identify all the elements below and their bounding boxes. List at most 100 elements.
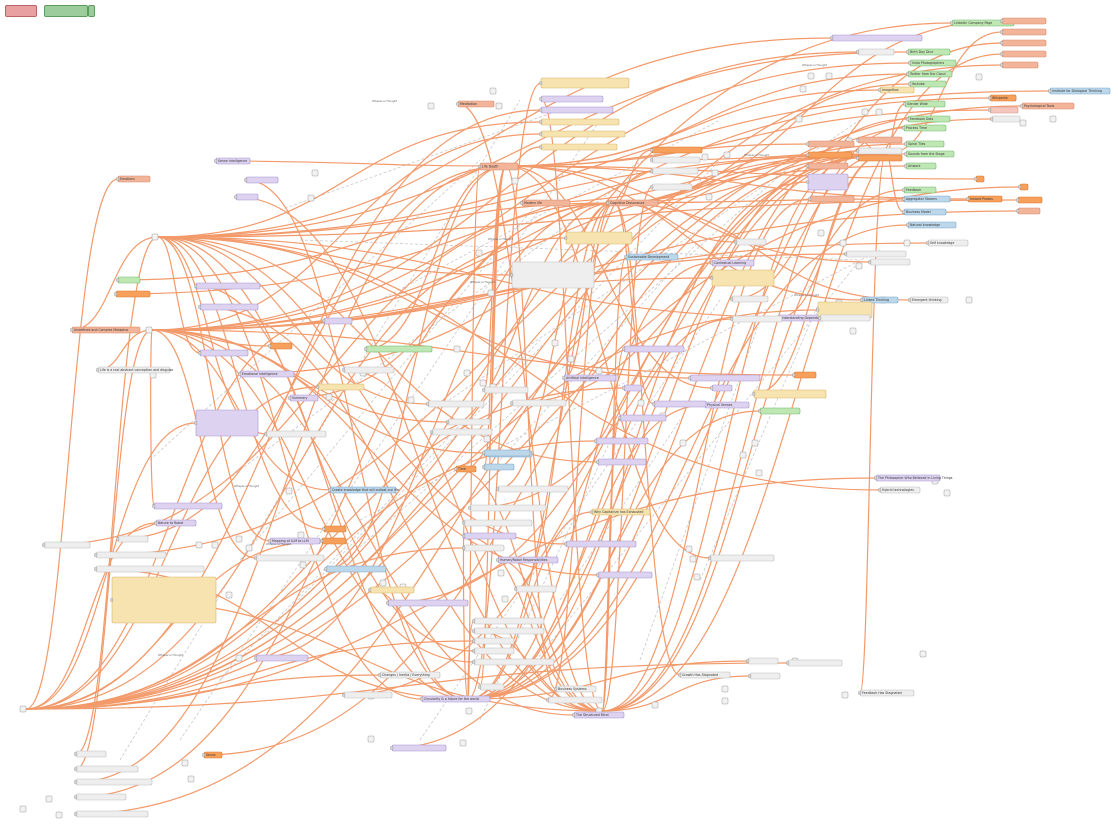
mindmap-node[interactable] — [806, 140, 855, 148]
node-port[interactable] — [322, 319, 326, 323]
node-port[interactable] — [594, 439, 598, 443]
mindmap-node[interactable]: Physical Senses — [703, 401, 750, 409]
mindmap-node[interactable]: Psychological Tools — [1020, 102, 1075, 110]
function-node[interactable] — [187, 775, 195, 783]
node-port[interactable] — [868, 260, 872, 264]
node-port[interactable] — [618, 416, 622, 420]
node-port[interactable] — [792, 373, 796, 377]
mindmap-node[interactable]: Sense Intelligence — [214, 157, 251, 165]
toolbar-button-right[interactable] — [44, 5, 88, 17]
mindmap-node[interactable]: Create knowledge that will outlast our l… — [328, 486, 399, 494]
mindmap-node[interactable] — [539, 130, 626, 138]
mindmap-node[interactable] — [462, 544, 505, 552]
mindmap-node[interactable] — [462, 519, 533, 527]
node-port[interactable] — [650, 185, 654, 189]
mindmap-node[interactable] — [264, 430, 327, 438]
toolbar-button-left[interactable] — [5, 5, 37, 17]
mindmap-node[interactable]: Emotions — [116, 175, 151, 183]
mindmap-node[interactable]: Understanding Dependence — [776, 314, 825, 322]
node-port[interactable] — [650, 158, 654, 162]
node-port[interactable] — [472, 619, 476, 623]
node-port[interactable] — [988, 108, 992, 112]
node-port[interactable] — [264, 432, 268, 436]
mindmap-node[interactable] — [364, 345, 433, 353]
mindmap-node[interactable] — [816, 301, 873, 319]
function-node[interactable] — [55, 811, 63, 819]
mindmap-node[interactable] — [539, 143, 618, 151]
mindmap-node[interactable] — [710, 269, 775, 287]
mindmap-node[interactable] — [94, 565, 205, 573]
mindmap-node[interactable] — [594, 437, 649, 445]
mindmap-node[interactable] — [472, 647, 515, 655]
function-node[interactable] — [45, 795, 53, 803]
node-port[interactable] — [564, 236, 568, 240]
mindmap-node[interactable]: Natural knowledge — [906, 221, 957, 229]
mindmap-node[interactable] — [116, 276, 141, 284]
node-port[interactable] — [420, 697, 424, 701]
mindmap-node[interactable]: Meditation — [456, 100, 495, 108]
node-port[interactable] — [430, 430, 434, 434]
mindmap-node[interactable]: Self knowledge — [926, 239, 969, 247]
function-node[interactable] — [145, 326, 153, 334]
node-port[interactable] — [678, 673, 682, 677]
mindmap-node[interactable]: Linked Thinking — [860, 296, 899, 304]
function-node[interactable] — [855, 262, 863, 270]
mindmap-node[interactable]: Gender Wide — [903, 100, 946, 108]
node-port[interactable] — [194, 421, 198, 425]
mindmap-node[interactable] — [198, 303, 259, 311]
mindmap-node[interactable] — [386, 599, 469, 607]
node-port[interactable] — [806, 153, 810, 157]
node-port[interactable] — [70, 328, 74, 332]
node-port[interactable] — [539, 132, 543, 136]
node-port[interactable] — [472, 649, 476, 653]
node-port[interactable] — [830, 36, 834, 40]
node-port[interactable] — [818, 316, 822, 320]
mindmap-node[interactable] — [1000, 61, 1039, 69]
node-port[interactable] — [364, 347, 368, 351]
node-port[interactable] — [856, 149, 860, 153]
mindmap-node[interactable] — [1018, 183, 1029, 191]
function-node[interactable] — [453, 345, 461, 353]
mindmap-node[interactable]: Nature to Robot — [154, 519, 197, 527]
function-node[interactable] — [19, 805, 27, 813]
function-node[interactable] — [489, 87, 497, 95]
function-node[interactable] — [817, 229, 825, 237]
function-node[interactable] — [459, 739, 467, 747]
node-port[interactable] — [198, 351, 202, 355]
node-port[interactable] — [454, 467, 458, 471]
function-node[interactable] — [751, 439, 759, 447]
mindmap-node[interactable] — [74, 765, 139, 773]
mindmap-node[interactable] — [844, 250, 907, 258]
mindmap-node[interactable] — [618, 414, 667, 422]
mindmap-node[interactable] — [74, 778, 153, 786]
mindmap-node[interactable] — [390, 744, 447, 752]
mindmap-node[interactable]: Birth Day Dice — [906, 48, 951, 56]
mindmap-node[interactable] — [650, 167, 699, 175]
mindmap-node[interactable]: Feedback Has Stagnated — [858, 689, 915, 697]
function-node[interactable] — [299, 561, 307, 569]
node-port[interactable] — [758, 409, 762, 413]
node-port[interactable] — [908, 298, 912, 302]
node-port[interactable] — [1048, 89, 1052, 93]
mindmap-node[interactable] — [806, 173, 849, 191]
node-port[interactable] — [1018, 185, 1022, 189]
function-node[interactable] — [501, 595, 509, 603]
node-port[interactable] — [514, 587, 518, 591]
node-port[interactable] — [152, 504, 156, 508]
mindmap-node[interactable] — [446, 418, 491, 426]
node-port[interactable] — [194, 284, 198, 288]
function-node[interactable] — [311, 169, 319, 177]
node-port[interactable] — [710, 261, 714, 265]
node-port[interactable] — [904, 142, 908, 146]
node-port[interactable] — [902, 126, 906, 130]
function-node[interactable] — [723, 151, 731, 159]
mindmap-node[interactable] — [622, 345, 685, 353]
node-port[interactable] — [808, 197, 812, 201]
node-port[interactable] — [858, 691, 862, 695]
node-port[interactable] — [902, 188, 906, 192]
mindmap-node[interactable] — [596, 571, 653, 579]
function-node[interactable] — [903, 239, 911, 247]
mindmap-node[interactable] — [806, 151, 853, 159]
mindmap-node[interactable] — [1000, 50, 1047, 58]
